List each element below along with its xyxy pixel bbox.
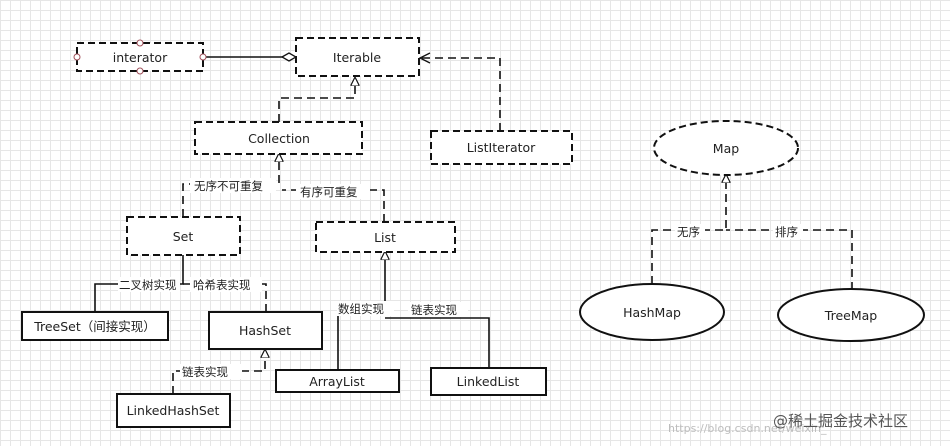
node-list: List xyxy=(315,221,456,253)
edge-label-linked-list-2: 链表实现 xyxy=(182,365,228,379)
iterable-label: Iterable xyxy=(333,50,381,65)
interator-label: interator xyxy=(113,50,168,65)
edge-label-linked-list: 链表实现 xyxy=(411,303,457,317)
set-label: Set xyxy=(173,229,194,244)
edge-collection-iterable xyxy=(278,78,355,122)
node-collection: Collection xyxy=(194,121,363,155)
watermark: https://blog.csdn.net/weixin_ @稀土掘金技术社区 xyxy=(668,412,908,435)
edge-listiterator-iterable xyxy=(420,58,501,131)
list-label: List xyxy=(374,230,396,245)
node-interator: interator xyxy=(73,39,207,75)
node-iterable: Iterable xyxy=(295,37,420,77)
node-treemap: TreeMap xyxy=(777,288,925,342)
linkedhashset-label: LinkedHashSet xyxy=(127,403,220,418)
edge-label-sorted: 排序 xyxy=(775,225,798,239)
node-set: Set xyxy=(126,216,241,256)
hashmap-label: HashMap xyxy=(623,305,681,320)
edge-label-unordered-nonrepeat: 无序不可重复 xyxy=(194,179,263,193)
node-hashset: HashSet xyxy=(208,311,323,350)
node-arraylist: ArrayList xyxy=(275,369,400,393)
node-map: Map xyxy=(653,120,799,176)
treemap-label: TreeMap xyxy=(824,308,877,323)
node-linkedlist: LinkedList xyxy=(430,367,547,396)
arraylist-label: ArrayList xyxy=(309,374,365,389)
node-hashmap: HashMap xyxy=(579,283,725,341)
node-treeset: TreeSet（间接实现） xyxy=(21,311,169,341)
edge-label-hash-table: 哈希表实现 xyxy=(193,278,251,292)
linkedlist-label: LinkedList xyxy=(457,374,520,389)
edge-label-unordered: 无序 xyxy=(677,225,700,239)
map-label: Map xyxy=(713,141,739,156)
collection-label: Collection xyxy=(248,131,310,146)
watermark-url: https://blog.csdn.net/weixin_ xyxy=(668,422,827,435)
watermark-label: @稀土掘金技术社区 xyxy=(773,412,908,430)
node-listiterator: ListIterator xyxy=(430,130,573,165)
edge-label-ordered-repeat: 有序可重复 xyxy=(300,185,358,199)
listiterator-label: ListIterator xyxy=(467,140,536,155)
edge-treemap-map xyxy=(726,229,853,290)
edge-linkedlist-list xyxy=(385,317,490,368)
node-linkedhashset: LinkedHashSet xyxy=(116,393,231,428)
edge-list-collection xyxy=(282,189,385,222)
treeset-label: TreeSet（间接实现） xyxy=(33,319,156,334)
edge-label-binary-tree: 二叉树实现 xyxy=(119,278,177,292)
hashset-label: HashSet xyxy=(239,323,291,338)
edge-label-array: 数组实现 xyxy=(338,302,384,316)
